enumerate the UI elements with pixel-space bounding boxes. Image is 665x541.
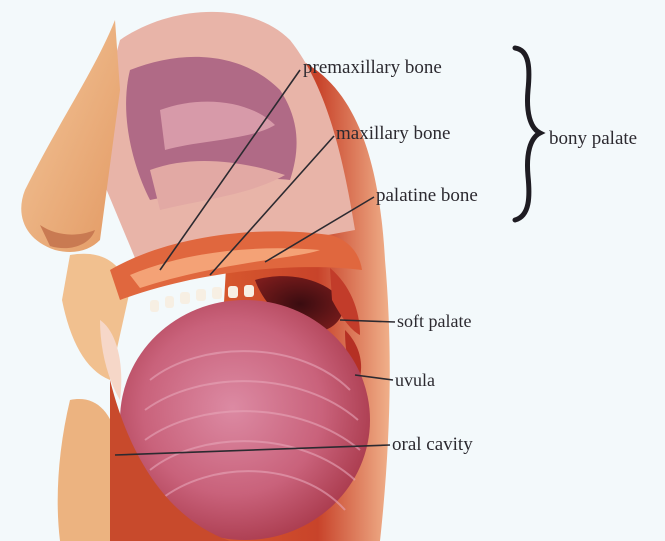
soft-palate-label: soft palate	[397, 312, 471, 330]
oral-cavity-label: oral cavity	[392, 435, 473, 454]
bony-palate-brace	[515, 48, 540, 220]
uvula-label: uvula	[395, 371, 435, 389]
nose-profile	[21, 20, 120, 252]
palatine-bone-label: palatine bone	[376, 186, 478, 205]
bony-palate-label: bony palate	[549, 129, 637, 148]
maxillary-bone-label: maxillary bone	[336, 124, 451, 143]
premaxillary-bone-label: premaxillary bone	[303, 58, 442, 77]
